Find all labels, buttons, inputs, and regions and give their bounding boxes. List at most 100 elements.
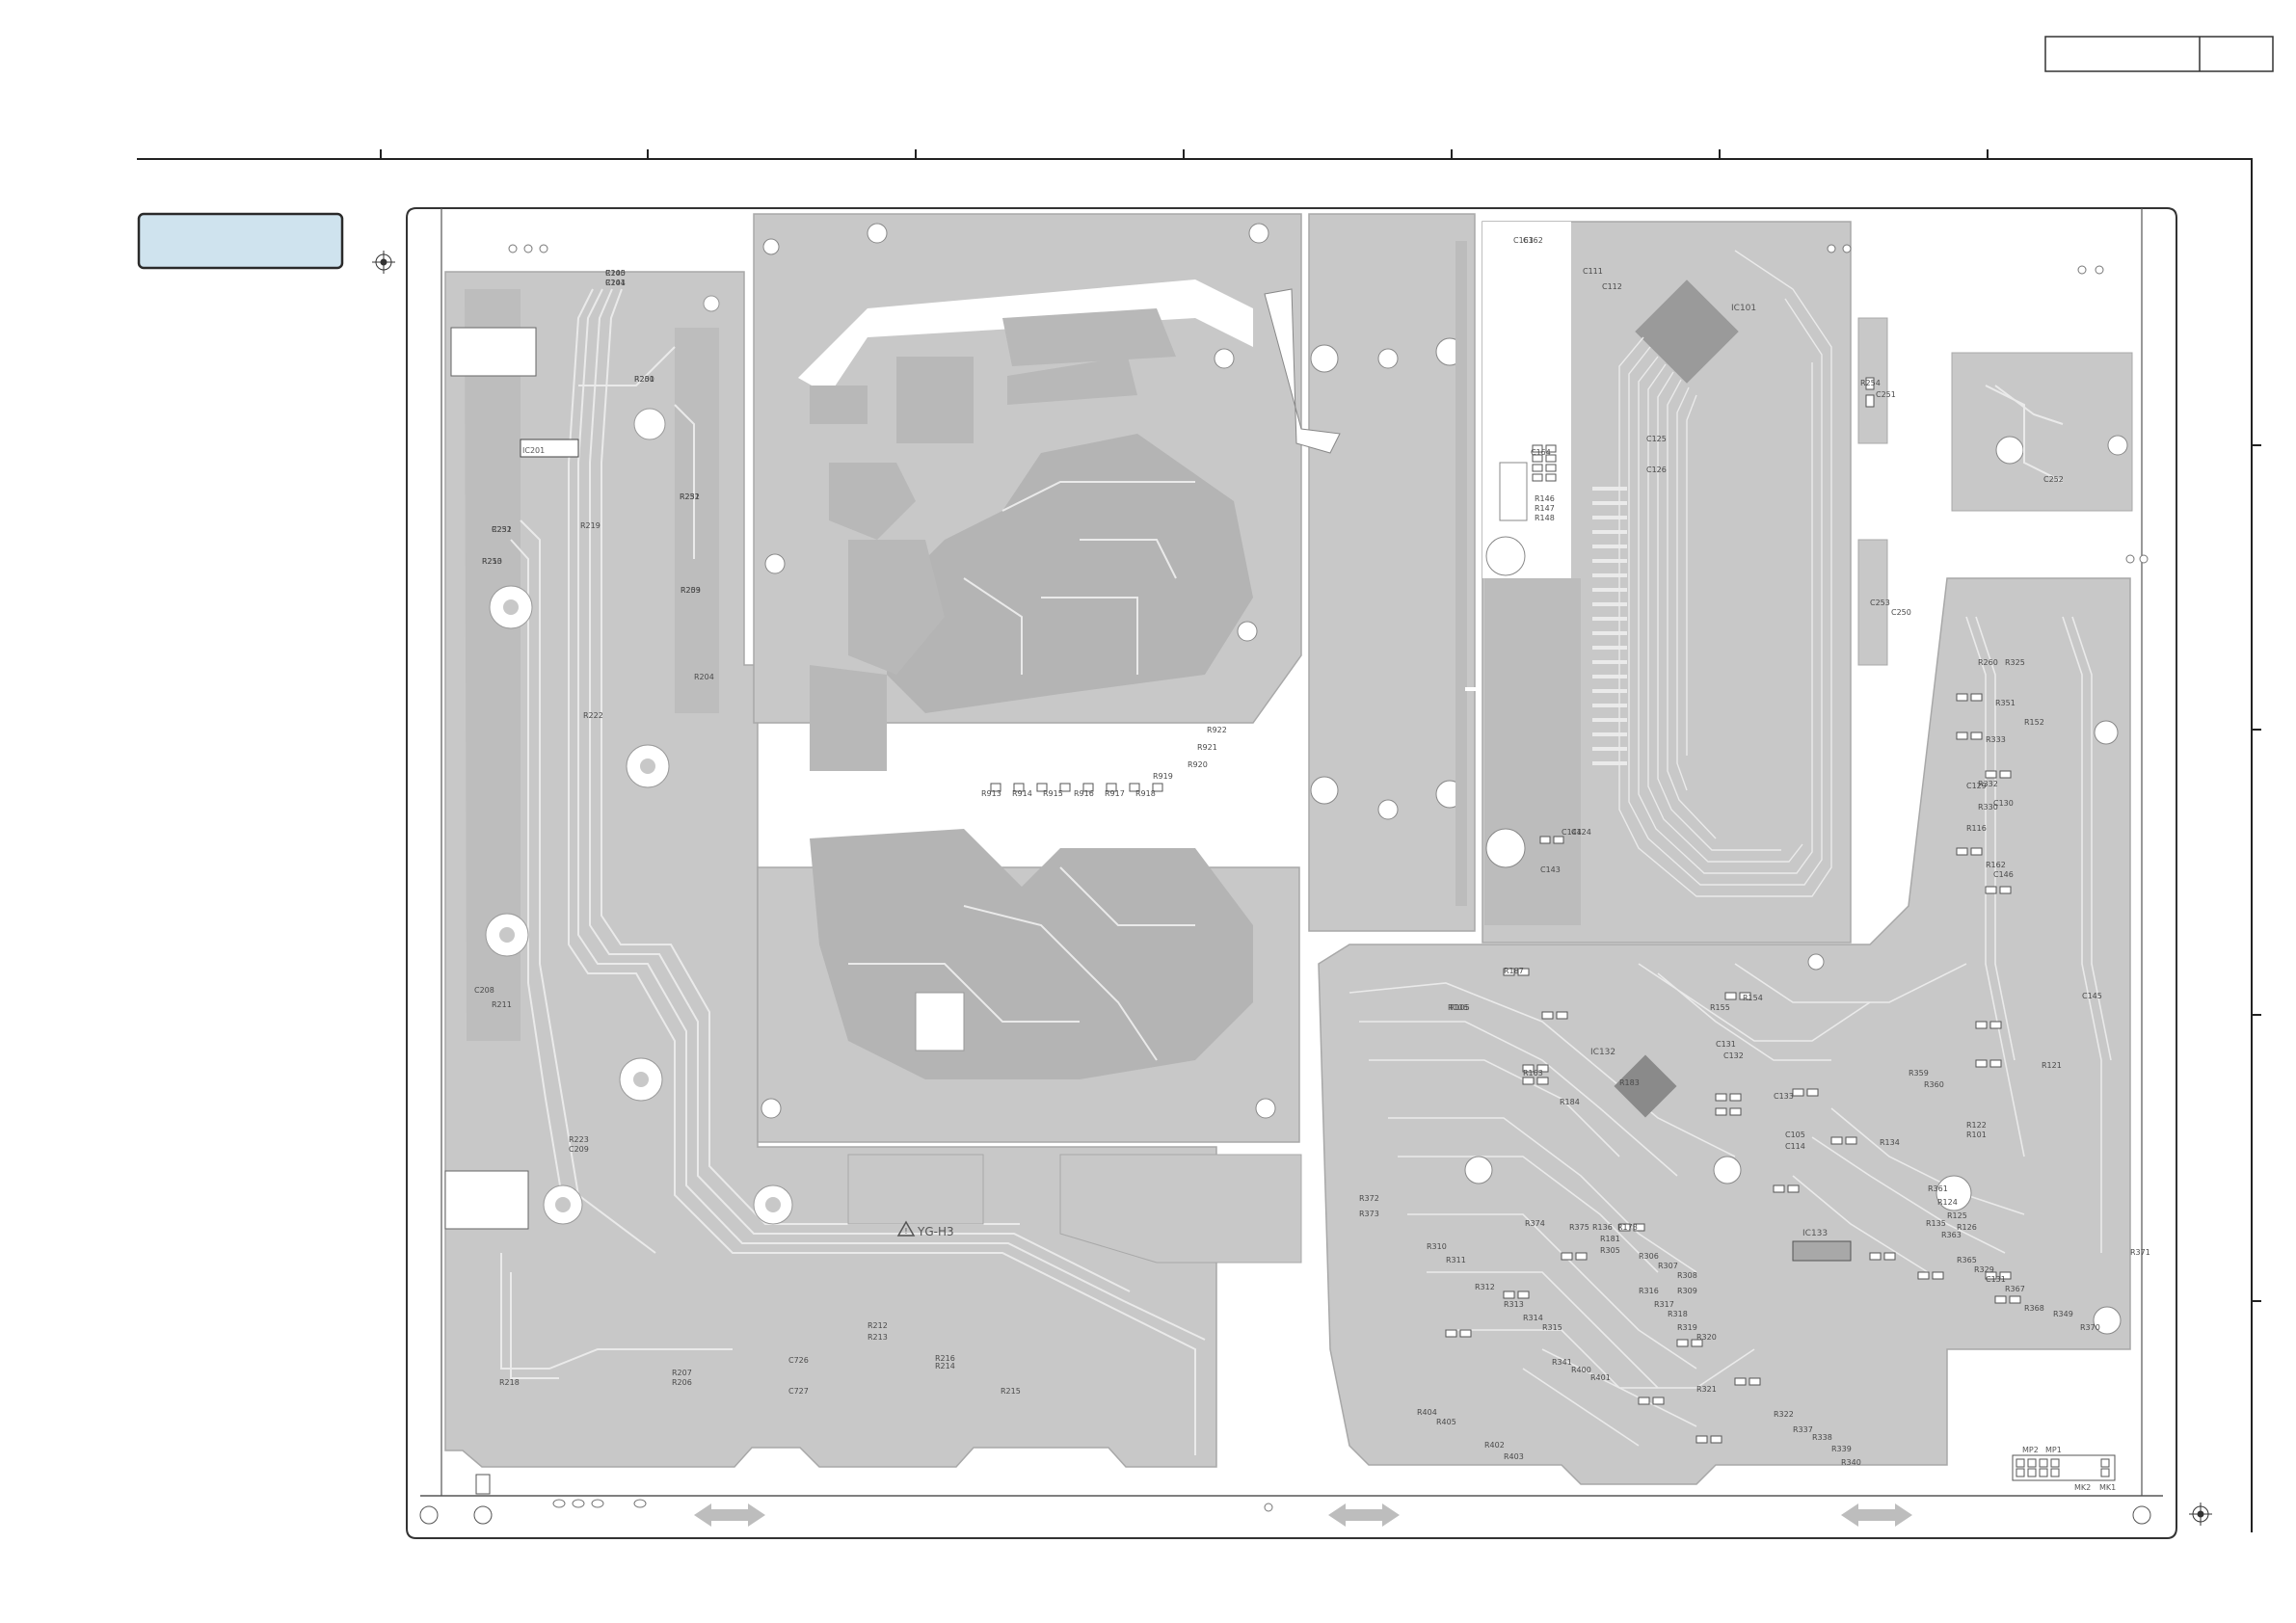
- component-ref-label: C146: [1993, 870, 2014, 879]
- component-ref-label: R404: [1417, 1408, 1437, 1417]
- component-ref-label: R219: [580, 521, 601, 530]
- component-ref-label: R212: [868, 1321, 888, 1330]
- component-ref-label: R201: [634, 375, 654, 384]
- component-ref-label: R213: [868, 1333, 888, 1342]
- svg-text:!: !: [904, 1227, 907, 1236]
- component-ref-label: R126: [1957, 1223, 1977, 1232]
- component-ref-label: R339: [1831, 1445, 1852, 1453]
- component-ref-label: R333: [1986, 735, 2006, 744]
- component-ref-label: R203: [681, 586, 701, 595]
- component-ref-label: R919: [1153, 772, 1173, 781]
- component-ref-label: R141: [605, 279, 626, 287]
- component-ref-label: R312: [1475, 1283, 1495, 1291]
- component-ref-label: R307: [1658, 1262, 1678, 1270]
- component-ref-label: R252: [492, 525, 512, 534]
- component-ref-label: R204: [694, 673, 714, 681]
- smd-footprints: [1445, 693, 2021, 1444]
- component-ref-label: R349: [2053, 1310, 2073, 1318]
- component-ref-label: R154: [1743, 994, 1763, 1002]
- component-ref-label: R313: [1504, 1300, 1524, 1309]
- component-ref-label: R317: [1654, 1300, 1674, 1309]
- ic132-label: IC132: [1590, 1048, 1615, 1057]
- component-ref-label: R253: [482, 557, 502, 566]
- component-ref-label: R372: [1359, 1194, 1379, 1203]
- component-ref-label: R206: [672, 1378, 692, 1387]
- section-tag: [137, 212, 344, 270]
- component-ref-label: C124: [1571, 828, 1591, 837]
- warning-icon: !: [896, 1220, 916, 1237]
- component-ref-label: R106: [1448, 1003, 1468, 1012]
- component-ref-label: C205: [605, 269, 626, 278]
- component-labels: C205C204R201R232C231R210R203R204R222C208…: [474, 236, 2150, 1467]
- center-lower-strip: ! YG-H3: [847, 1154, 1302, 1264]
- component-ref-label: C111: [1583, 267, 1603, 276]
- component-ref-label: R365: [1957, 1256, 1977, 1264]
- component-ref-label: R215: [1001, 1387, 1021, 1396]
- component-ref-label: R363: [1941, 1231, 1962, 1239]
- component-ref-label: C162: [1523, 236, 1543, 245]
- component-ref-label: R315: [1542, 1323, 1562, 1332]
- component-ref-label: C132: [1723, 1051, 1744, 1060]
- component-ref-label: R330: [1978, 803, 1998, 812]
- connector-block: MP2 MP1 MK2 MK1: [2012, 1446, 2116, 1492]
- component-ref-label: R216: [935, 1354, 955, 1363]
- connector-label-mp2: MP2: [2022, 1446, 2039, 1454]
- connector-label-mp1: MP1: [2045, 1446, 2062, 1454]
- component-ref-label: R338: [1812, 1433, 1832, 1442]
- component-ref-label: C164: [1531, 448, 1551, 457]
- component-ref-label: C208: [474, 986, 494, 995]
- component-ref-label: R367: [2005, 1285, 2025, 1293]
- ic201-label: IC201: [522, 446, 545, 455]
- component-ref-label: C163: [1513, 236, 1534, 245]
- slide-arrow-icon: [1841, 1503, 1912, 1527]
- component-ref-label: R319: [1677, 1323, 1697, 1332]
- component-ref-label: C145: [2082, 992, 2102, 1000]
- component-ref-label: R254: [1860, 379, 1881, 387]
- component-ref-label: R371: [2130, 1248, 2150, 1257]
- component-ref-label: C131: [1986, 1275, 2006, 1284]
- component-ref-label: R368: [2024, 1304, 2044, 1313]
- component-ref-label: R351: [1995, 699, 2016, 707]
- component-ref-label: C231: [492, 525, 512, 534]
- component-ref-label: R318: [1668, 1310, 1688, 1318]
- slide-arrow-icon: [694, 1503, 765, 1527]
- component-ref-label: R375: [1569, 1223, 1589, 1232]
- component-ref-label: R306: [1639, 1252, 1659, 1261]
- warning-mark-label: YG-H3: [917, 1225, 954, 1238]
- component-ref-label: R116: [1966, 824, 1987, 833]
- component-ref-label: R370: [2080, 1323, 2100, 1332]
- fiducial-icon: [372, 251, 395, 274]
- component-ref-label: R181: [1600, 1235, 1620, 1243]
- component-ref-label: R359: [1909, 1069, 1929, 1078]
- component-ref-label: R325: [2005, 658, 2025, 667]
- component-ref-label: R310: [1427, 1242, 1447, 1251]
- component-ref-label: R922: [1207, 726, 1227, 734]
- component-ref-label: R916: [1074, 789, 1094, 798]
- heatsink-strip: [1264, 213, 1484, 932]
- component-ref-label: R914: [1012, 789, 1032, 798]
- component-ref-label: R305: [1600, 1246, 1620, 1255]
- component-ref-label: C131: [1716, 1040, 1736, 1049]
- component-ref-label: R232: [680, 492, 700, 501]
- component-ref-label: R311: [1446, 1256, 1466, 1264]
- component-ref-label: R403: [1504, 1452, 1524, 1461]
- component-ref-label: R105: [1450, 1003, 1470, 1012]
- bottom-edge: [419, 1474, 2151, 1527]
- component-ref-label: C204: [605, 279, 626, 287]
- component-ref-label: C126: [1646, 466, 1667, 474]
- component-ref-label: C105: [1785, 1131, 1805, 1139]
- component-ref-label: R400: [1571, 1366, 1591, 1374]
- component-ref-label: R147: [1535, 504, 1555, 513]
- component-ref-label: R361: [1928, 1184, 1948, 1193]
- lower-right-area: IC132 IC133: [1318, 577, 2131, 1485]
- component-ref-label: R183: [1619, 1078, 1640, 1087]
- component-ref-label: C250: [1891, 608, 1911, 617]
- component-ref-label: R155: [1710, 1003, 1730, 1012]
- component-ref-label: R401: [1590, 1373, 1611, 1382]
- component-ref-label: R322: [1774, 1410, 1794, 1419]
- component-ref-label: R340: [1841, 1458, 1861, 1467]
- right-top-block: [1951, 352, 2133, 512]
- component-ref-label: R915: [1043, 789, 1063, 798]
- ic101-label: IC101: [1731, 304, 1756, 313]
